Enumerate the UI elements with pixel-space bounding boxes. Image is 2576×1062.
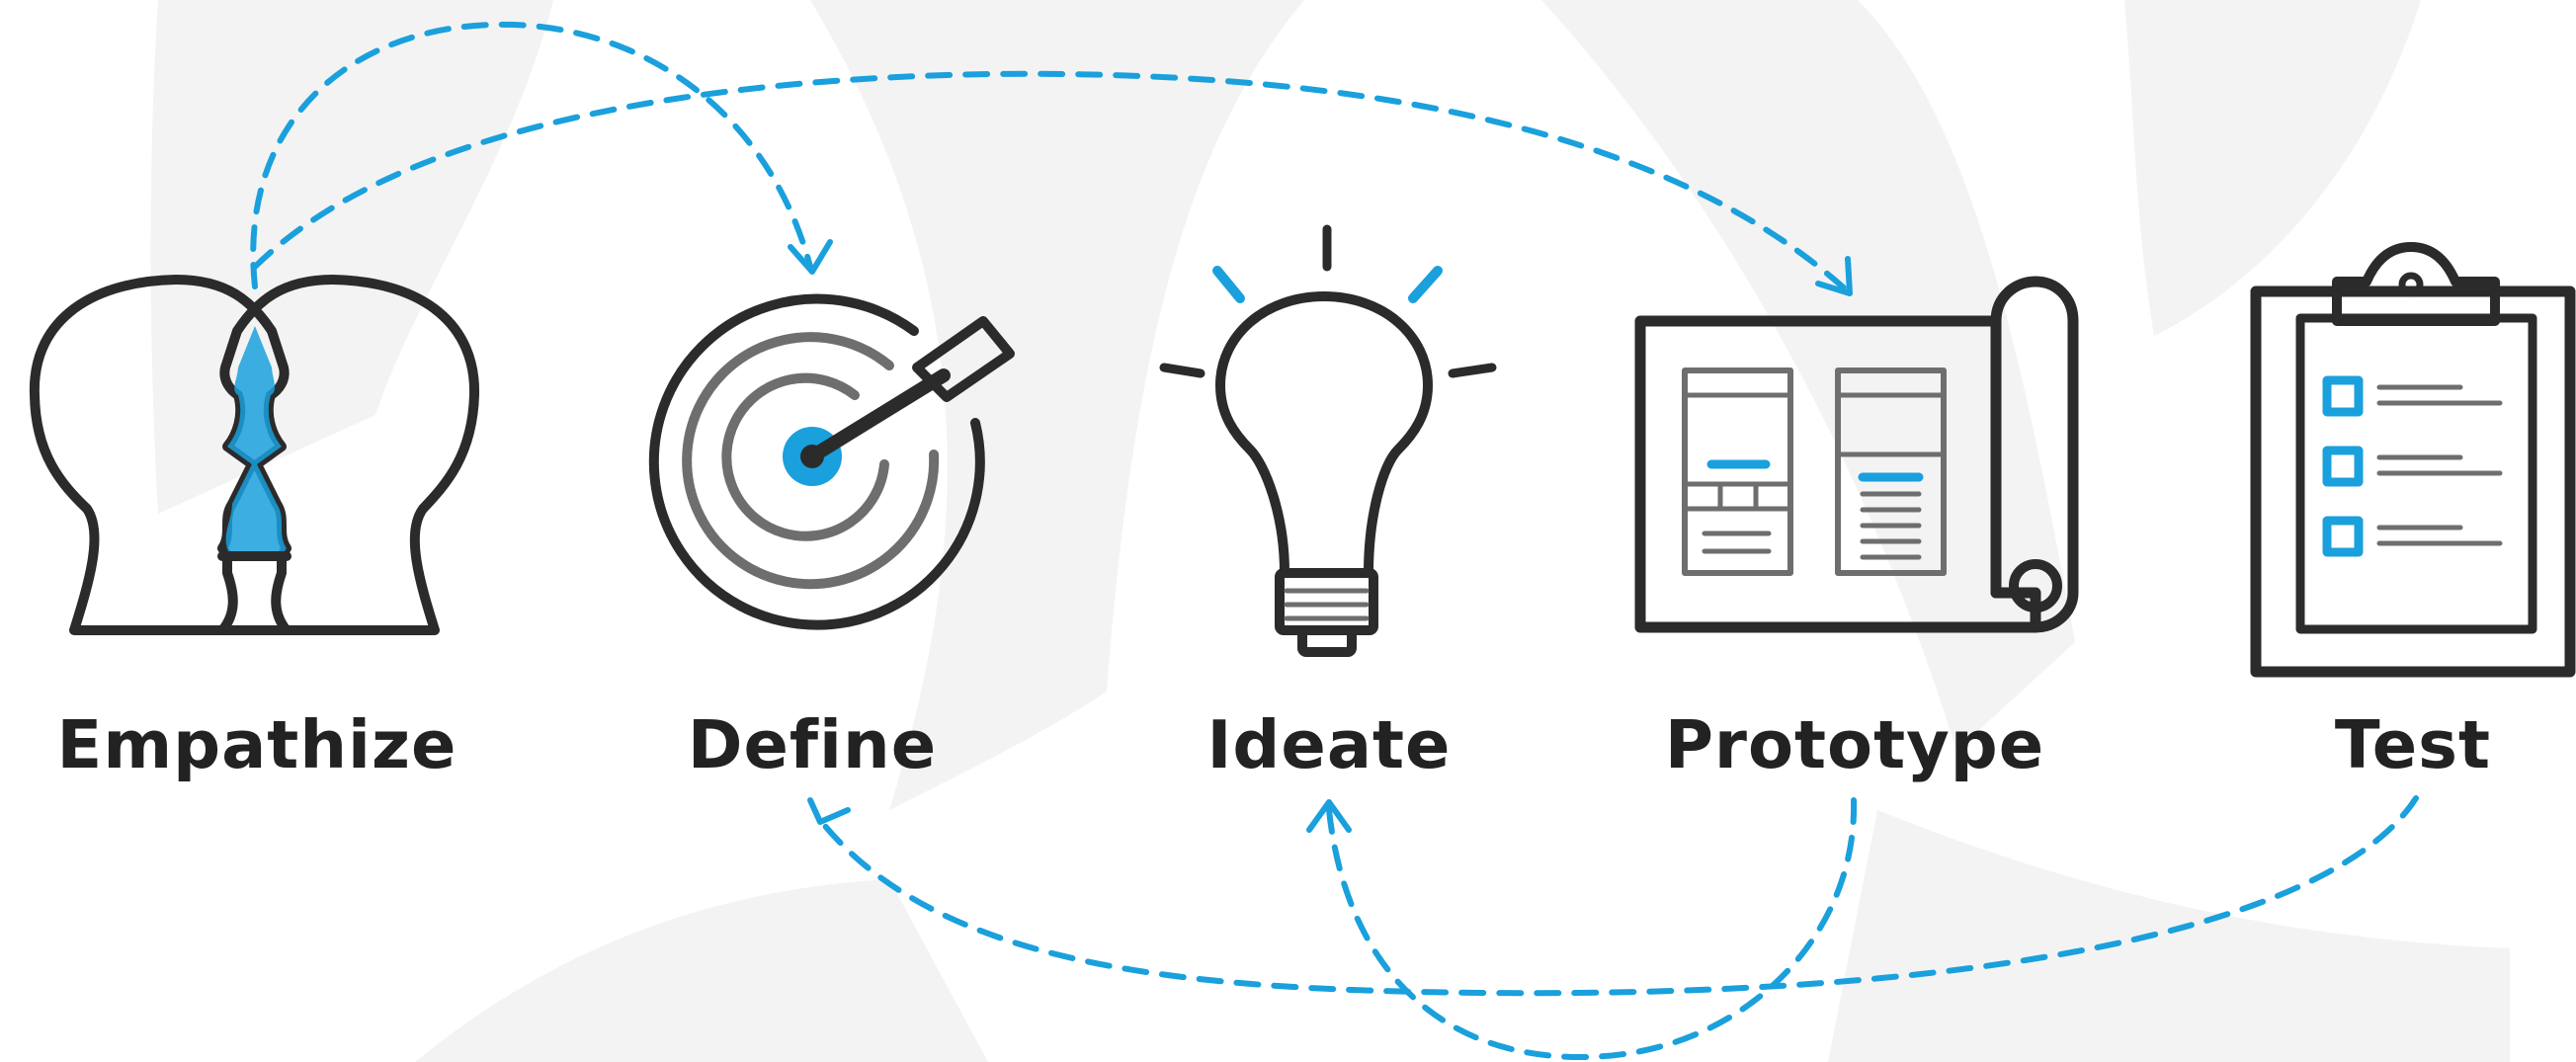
stage-label-empathize: Empathize xyxy=(56,706,457,783)
flow-arrow-prototype-to-ideate xyxy=(1306,797,1858,1061)
flow-arrows xyxy=(250,21,2419,1061)
clipboard-checklist-icon xyxy=(2250,242,2576,678)
stage-label-ideate: Ideate xyxy=(1206,706,1452,783)
stage-label-define: Define xyxy=(687,706,938,783)
stage-label-test: Test xyxy=(2334,706,2492,783)
two-heads-profile-icon xyxy=(29,275,480,635)
target-arrow-icon xyxy=(648,293,1015,630)
background-swirl xyxy=(150,0,2510,1062)
lightbulb-icon xyxy=(1159,224,1497,657)
stage-label-prototype: Prototype xyxy=(1664,706,2045,783)
blueprint-scroll-icon xyxy=(1634,276,2079,633)
flow-arrow-empathize-to-prototype xyxy=(252,70,1853,296)
flow-arrow-test-to-define xyxy=(807,795,2419,997)
flow-arrow-empathize-to-define xyxy=(250,21,833,289)
